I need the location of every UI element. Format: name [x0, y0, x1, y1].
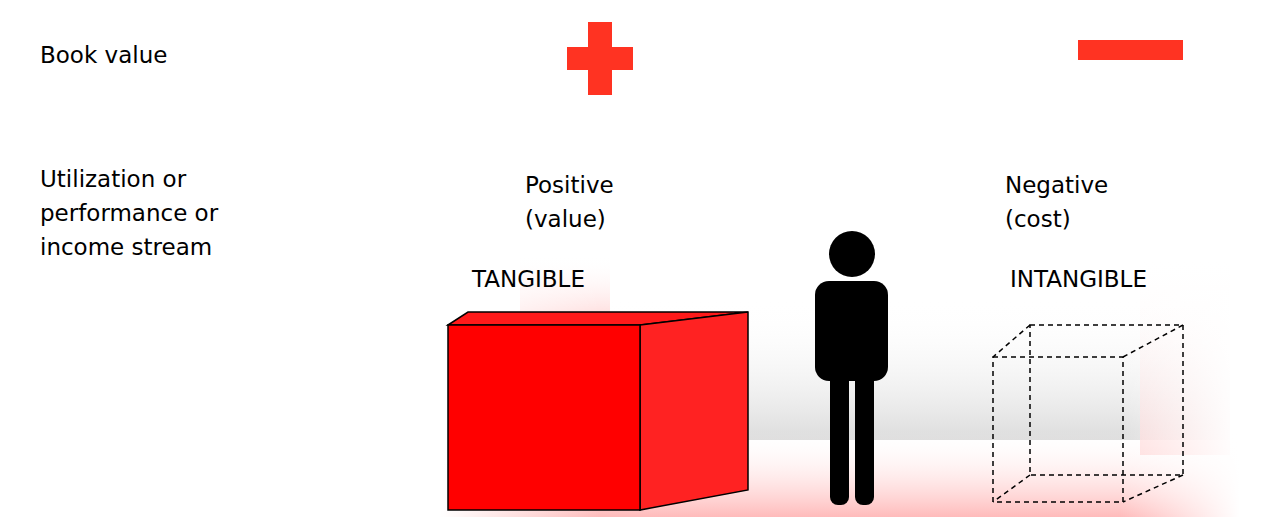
box-heading: INTANGIBLE [1010, 262, 1225, 296]
solid-cube [448, 312, 748, 510]
dashed-cube [993, 325, 1183, 502]
intangible-box: INTANGIBLE [985, 262, 1200, 512]
column-label: Positive (value) [525, 168, 665, 236]
tangible-box: TANGIBLE [440, 262, 760, 512]
minus-symbol [1078, 40, 1183, 60]
box-outline [440, 262, 760, 512]
row-label: Book value [40, 38, 340, 72]
row-label: Utilization or performance or income str… [40, 162, 255, 264]
box-heading: TANGIBLE [472, 262, 792, 296]
column-label: Negative (cost) [1005, 168, 1145, 236]
plus-symbol [588, 22, 612, 95]
box-outline [985, 262, 1200, 512]
person-icon [815, 231, 888, 505]
